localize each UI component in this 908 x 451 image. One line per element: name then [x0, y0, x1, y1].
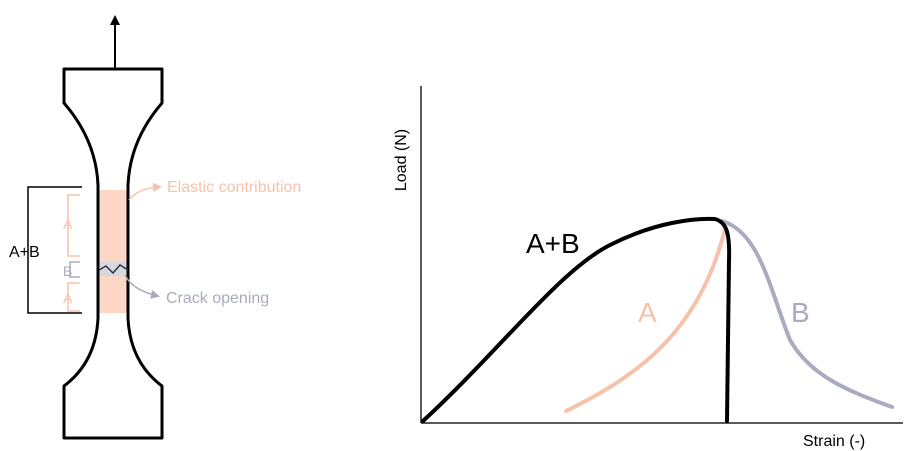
curve-a	[564, 227, 727, 413]
a-bottom-bracket-label: A	[63, 290, 73, 306]
curve-b-label: B	[791, 297, 810, 328]
crack-line	[98, 264, 129, 275]
x-axis-label: Strain (-)	[803, 433, 865, 450]
elastic-zone-fill	[99, 190, 129, 313]
curve-total	[421, 216, 732, 423]
b-bracket	[69, 261, 80, 278]
specimen-diagram: A+B A B A Elastic contribution Crack ope…	[9, 15, 301, 440]
a-top-bracket	[67, 194, 80, 257]
total-bracket-label: A+B	[9, 244, 40, 261]
crack-zone-fill	[99, 262, 129, 276]
total-bracket	[27, 186, 82, 314]
crack-callout-arrow	[124, 274, 160, 299]
curve-a-label: A	[638, 297, 657, 328]
b-bracket-label: B	[63, 263, 72, 279]
curve-b	[720, 219, 894, 409]
crack-opening-label: Crack opening	[166, 290, 269, 307]
specimen-outline	[62, 67, 164, 440]
y-axis-label: Load (N)	[393, 129, 410, 191]
load-strain-plot: Load (N) Strain (-) A+B A B	[393, 86, 903, 450]
a-top-bracket-label: A	[63, 216, 73, 232]
elastic-contribution-label: Elastic contribution	[167, 179, 301, 196]
a-bottom-bracket	[67, 282, 80, 312]
curve-total-label: A+B	[526, 228, 580, 259]
elastic-callout-arrow	[128, 182, 162, 201]
